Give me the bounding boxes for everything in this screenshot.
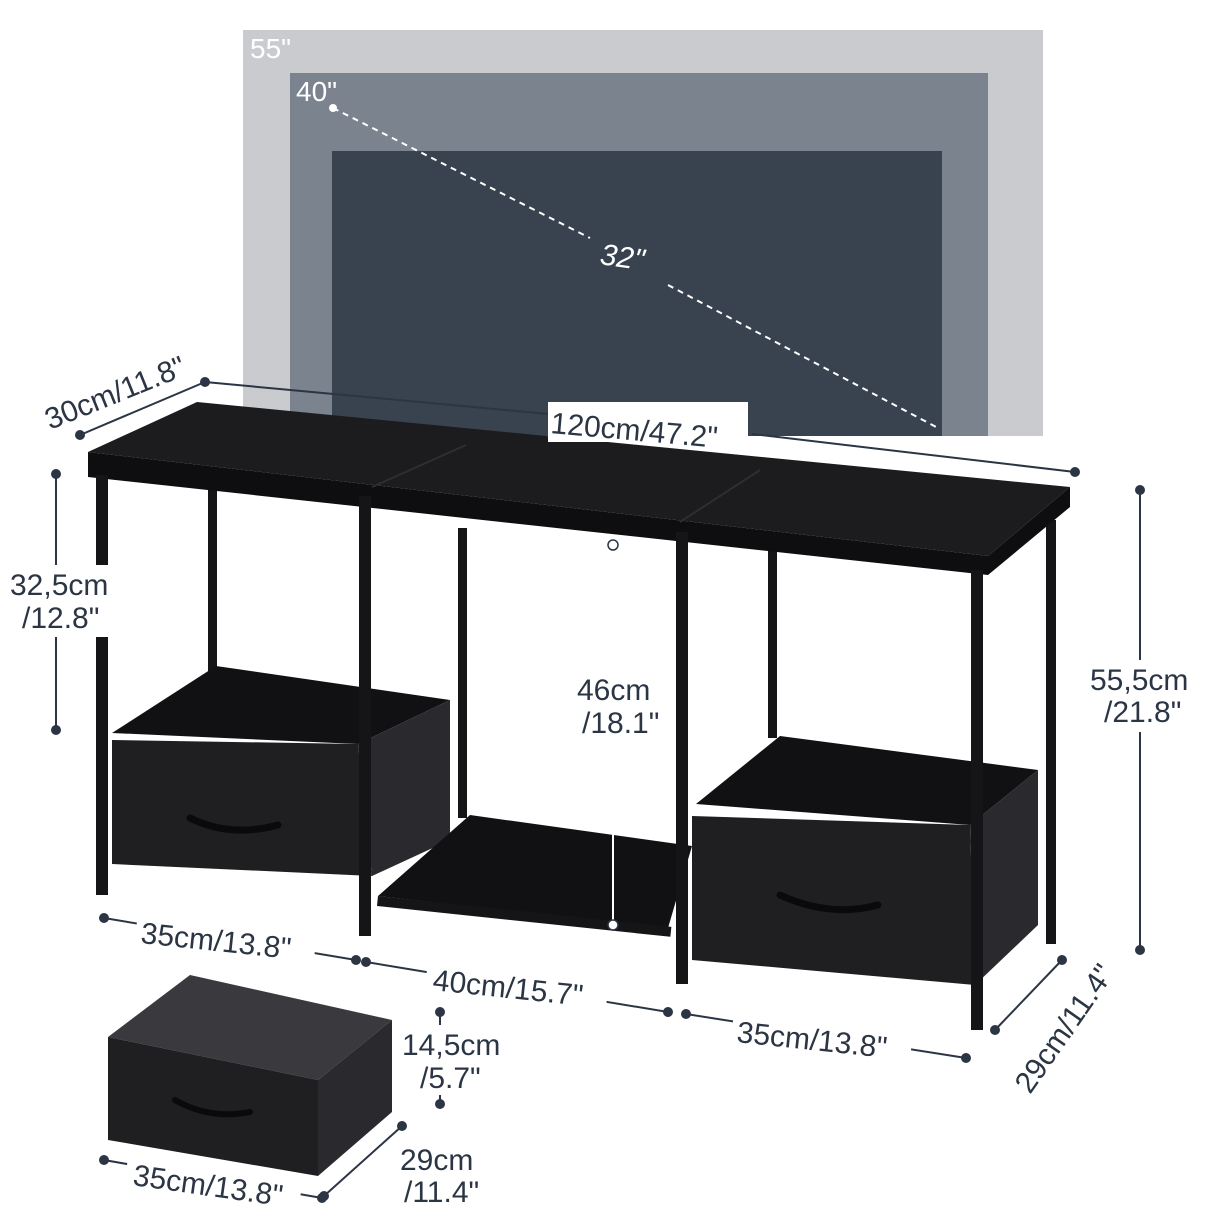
tv-diagonal-line (332, 107, 591, 239)
depth-bottom-dot-2 (1057, 955, 1067, 965)
tv-32-rect (332, 151, 942, 436)
right-drawer-handle (776, 891, 882, 914)
front-leg-mid-right (676, 532, 688, 984)
right-drawer-side (970, 770, 1038, 985)
middle-clearance-label-1: 46cm (577, 674, 650, 707)
drawer-right-side (318, 1020, 392, 1176)
middle-section-dot-1 (361, 957, 371, 967)
depth-bottom-label: 29cm/11.4" (1009, 958, 1121, 1099)
front-leg-left (96, 475, 108, 895)
drawer-depth-line (323, 1125, 403, 1197)
height-total-dot-bottom (1135, 945, 1145, 955)
drawer-width-label-bg (122, 1158, 303, 1214)
drawer-inner (108, 975, 392, 1080)
left-drawer-handle (186, 814, 282, 834)
height-total-dot-top (1135, 485, 1145, 495)
shelf-clearance-label-bg (8, 565, 116, 637)
tv-diagonal-start-dot (329, 104, 337, 112)
drawer-height-label-bg (400, 1025, 510, 1095)
drawer-depth-dot-2 (397, 1121, 407, 1131)
middle-section-dot-2 (663, 1007, 673, 1017)
right-section-dot-1 (681, 1009, 691, 1019)
back-leg-mid-left (458, 528, 467, 818)
tv-stand: 46cm /18.1" (88, 402, 1070, 1030)
drawer-depth-dot-1 (319, 1191, 329, 1201)
width-total-label-bg (548, 402, 748, 442)
drawer-handle (172, 1097, 253, 1118)
back-leg-right (1046, 520, 1056, 944)
drawer-height-dot-bottom (435, 1099, 445, 1109)
tabletop-surface (88, 402, 1070, 556)
height-total-label-1: 55,5cm (1090, 664, 1188, 697)
middle-clearance-label-2: /18.1" (582, 707, 659, 740)
width-total-line-b (751, 433, 1076, 473)
left-section-dot-2 (351, 955, 361, 965)
middle-clearance-dot-bottom (607, 919, 619, 931)
left-drawer-side (358, 700, 450, 876)
back-leg-mid-right (768, 548, 777, 738)
right-shelf-mesh (696, 736, 1038, 825)
middle-section-label-bg (424, 959, 610, 1017)
shelf-clearance-dot-bottom (51, 725, 61, 735)
drawer-height-dot-top (435, 1007, 445, 1017)
width-total-line-a (204, 381, 549, 415)
left-section-label-bg (134, 912, 318, 969)
depth-top-dot-1 (75, 430, 85, 440)
drawer-depth-label-1: 29cm (400, 1144, 473, 1177)
depth-bottom-dot-1 (990, 1025, 1000, 1035)
left-section-dot-1 (99, 913, 109, 923)
tabletop-side-edge (988, 487, 1070, 575)
right-section-dot-2 (961, 1053, 971, 1063)
tv-size-55-label: 55" (250, 33, 291, 64)
drawer-depth-label-2: /11.4" (404, 1176, 479, 1209)
drawer-illustration (108, 975, 392, 1176)
drawer-width-dot-1 (99, 1155, 109, 1165)
front-leg-mid-left (359, 496, 371, 936)
tv-diagonal-label: 32" (598, 238, 648, 277)
tv-size-illustration: 55" 40" 32" (243, 30, 1043, 436)
front-leg-right (971, 570, 983, 1030)
height-total-label-bg (1088, 660, 1204, 732)
left-section-label: 35cm/13.8" (139, 917, 292, 966)
shelf-clearance-label-2: /12.8" (22, 602, 99, 635)
shelf-clearance-dot-top (51, 469, 61, 479)
right-drawer-front (692, 816, 975, 985)
width-total-dot (1070, 467, 1080, 477)
depth-top-line (79, 381, 206, 436)
tabletop-seam-1 (371, 444, 467, 488)
shelf-clearance-label-1: 32,5cm (10, 569, 108, 602)
middle-clearance-dot-top (607, 539, 619, 551)
middle-clearance-label-bg (568, 670, 668, 740)
right-section-label-bg (730, 1012, 914, 1069)
drawer-front (108, 1037, 318, 1176)
back-leg-left (208, 488, 217, 678)
tv-size-40-label: 40" (296, 76, 337, 107)
drawer-height-label-2: /5.7" (420, 1062, 481, 1095)
left-drawer-front (112, 740, 372, 876)
drawer-height-label-1: 14,5cm (402, 1029, 500, 1062)
tv-diagonal-line-2 (667, 284, 939, 429)
height-total-label-2: /21.8" (1104, 696, 1181, 729)
middle-shelf-rail (376, 896, 672, 937)
tabletop-seam-2 (679, 469, 761, 523)
tabletop-front-edge (88, 452, 988, 575)
depth-bottom-line (994, 959, 1063, 1031)
